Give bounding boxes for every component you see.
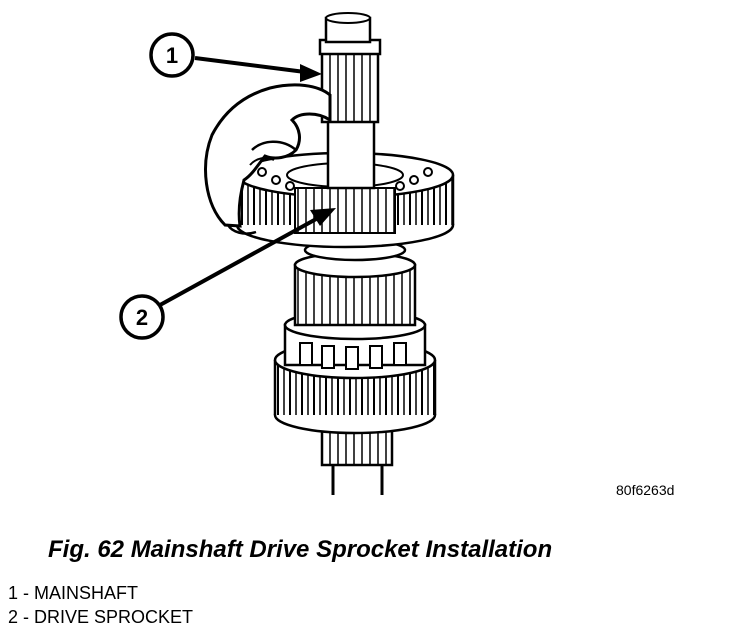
callout-1: 1: [149, 32, 322, 82]
callout-2-number: 2: [136, 305, 148, 330]
callout-2: 2: [119, 208, 336, 340]
figure-caption: Fig. 62 Mainshaft Drive Sprocket Install…: [48, 536, 553, 563]
mainshaft-drive-sprocket-illustration: 1 2: [119, 12, 455, 495]
hand: [204, 83, 332, 235]
middle-collar: [293, 238, 417, 327]
figure-code: 80f6263d: [616, 482, 675, 498]
callout-1-number: 1: [166, 43, 178, 68]
legend-item-mainshaft: 1 - MAINSHAFT: [8, 583, 139, 603]
legend-item-drive-sprocket: 2 - DRIVE SPROCKET: [8, 607, 194, 627]
mainshaft: [318, 12, 382, 190]
